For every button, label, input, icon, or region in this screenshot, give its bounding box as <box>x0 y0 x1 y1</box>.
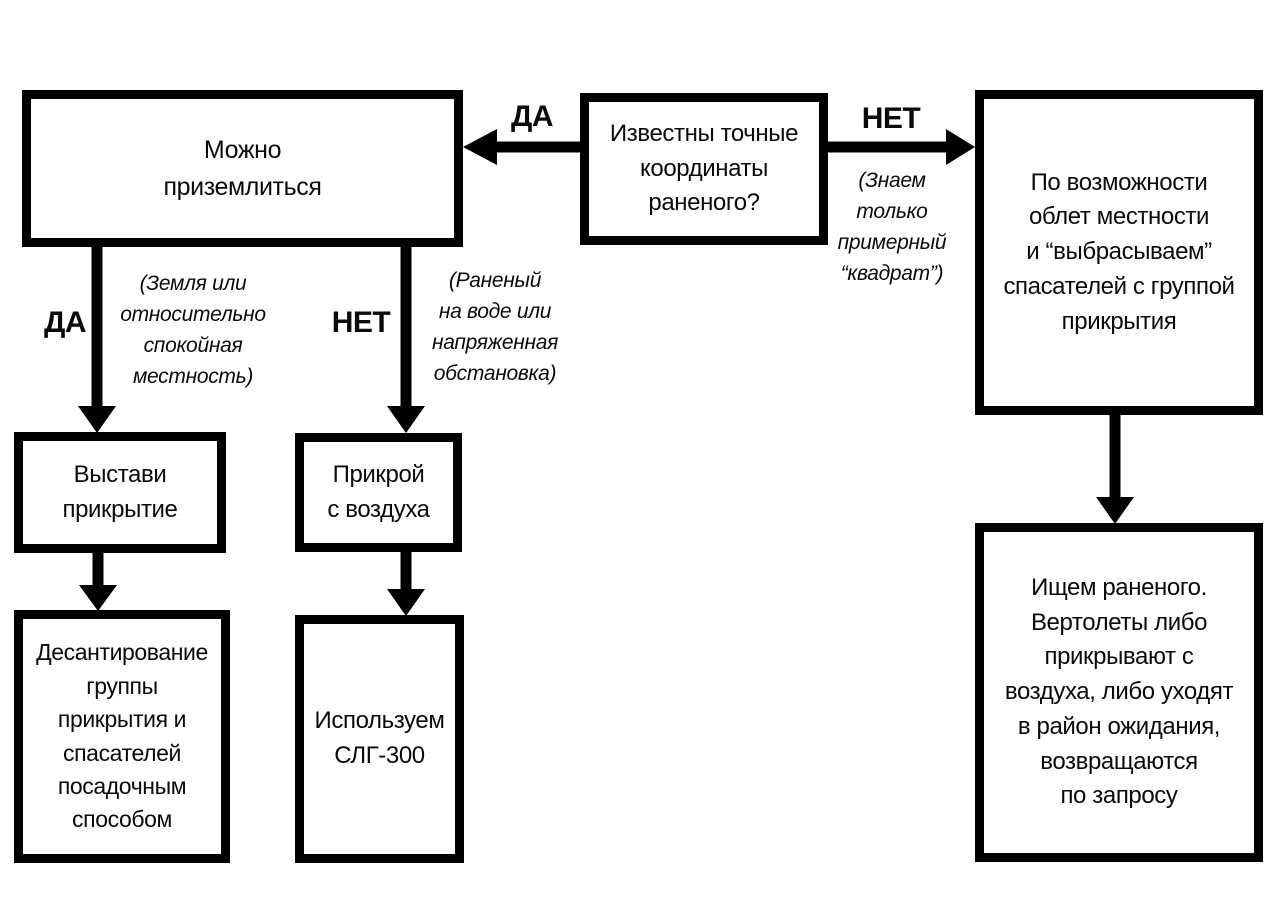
node-cover-air-text: Прикрой с воздуха <box>327 460 430 523</box>
node-use-slg300-text: Используем СЛГ-300 <box>314 707 445 769</box>
node-landing-party-text: Десантирование группы прикрытия и спасат… <box>36 639 208 833</box>
arrow-no-to-cover-air <box>387 247 425 433</box>
arrow-flyover-to-search <box>1096 415 1134 524</box>
node-use-slg300: Используем СЛГ-300 <box>295 615 464 863</box>
node-cover-air: Прикрой с воздуха <box>295 433 462 552</box>
node-search-wounded: Ищем раненого. Вертолеты либо прикрывают… <box>975 523 1263 862</box>
node-landing-party: Десантирование группы прикрытия и спасат… <box>14 610 230 863</box>
node-known-coords: Известны точные координаты раненого? <box>580 93 828 245</box>
branch-label-no-left: НЕТ <box>331 306 391 339</box>
node-set-cover: Выстави прикрытие <box>14 432 226 553</box>
node-search-wounded-text: Ищем раненого. Вертолеты либо прикрывают… <box>1004 573 1234 810</box>
branch-label-yes-top: ДА <box>510 100 554 133</box>
node-known-coords-text: Известны точные координаты раненого? <box>609 119 799 217</box>
branch-label-yes-left: ДА <box>43 306 87 339</box>
arrow-cover-air-to-slg300 <box>387 552 425 616</box>
node-flyover: По возможности облет местности и “выбрас… <box>975 90 1263 415</box>
branch-label-no-top: НЕТ <box>861 102 921 135</box>
arrow-yes-to-can-land <box>463 129 580 165</box>
arrow-yes-to-set-cover <box>78 247 116 433</box>
note-tense-situation: (Раненый на воде или напряженная обстано… <box>431 269 559 385</box>
node-flyover-text: По возможности облет местности и “выбрас… <box>1003 168 1235 335</box>
arrow-set-cover-to-landing-party <box>79 553 117 611</box>
node-can-land-text: Можно приземлиться <box>163 136 322 201</box>
note-calm-terrain: (Земля или относительно спокойная местно… <box>120 272 266 388</box>
node-set-cover-text: Выстави прикрытие <box>62 460 178 523</box>
node-can-land: Можно приземлиться <box>22 90 463 247</box>
note-approx-square: (Знаем только примерный “квадрат”) <box>837 169 947 285</box>
arrow-no-to-flyover <box>828 129 975 165</box>
